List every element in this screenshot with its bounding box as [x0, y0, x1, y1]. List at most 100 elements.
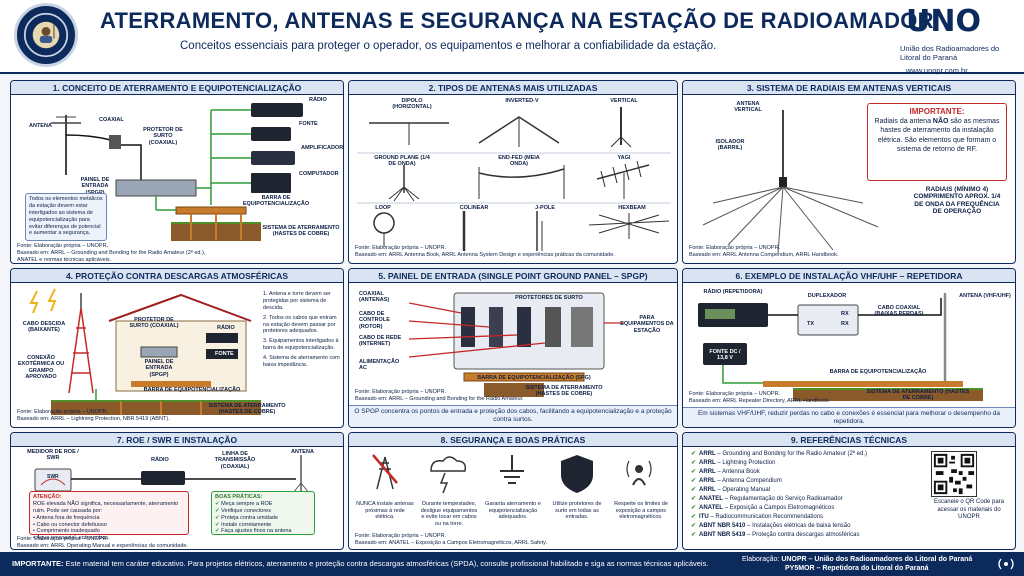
source-line-2: Baseado em: ARRL – Lightning Protection,… — [17, 415, 170, 422]
tip-item: 4. Sistema de aterramento com baixa impe… — [263, 355, 341, 369]
reference-text: – Operating Manual — [717, 487, 771, 493]
tip-number: 1. — [263, 291, 268, 297]
reference-text: – Exposição a Campos Eletromagnéticos — [724, 505, 835, 511]
tip-number: 3. — [263, 338, 268, 345]
reference-item[interactable]: ✔ANATEL – Regulamentação do Serviço Radi… — [691, 496, 843, 502]
panel-swr: 7. ROE / SWR E INSTALAÇÃO MEDIDOR DE ROE… — [10, 432, 344, 550]
reference-org: ARRL — [699, 487, 716, 493]
label-repeater-radio: RÁDIO (REPETIDORA) — [703, 289, 763, 295]
label-to-station: PARA EQUIPAMENTOS DA ESTAÇÃO — [620, 315, 674, 334]
check-icon: ✔ — [215, 528, 220, 535]
safety-icons — [372, 454, 652, 494]
source-line-2: Baseado em: ARRL Antenna Book, ARRL Ante… — [355, 251, 615, 258]
good-practice-item: ✔ Proteja contra umidade — [215, 515, 311, 522]
footer-credit-line: Elaboração: UNOPR – União dos Radioamado… — [742, 555, 972, 564]
footer-credits: Elaboração: UNOPR – União dos Radioamado… — [742, 555, 972, 573]
reference-item[interactable]: ✔ANATEL – Exposição a Campos Eletromagné… — [691, 505, 834, 511]
check-icon: ✔ — [691, 496, 697, 502]
label-isolator: ISOLADOR (BARRIL) — [715, 139, 745, 152]
brand-sub-line-2: Litoral do Paraná — [900, 53, 958, 63]
label-antenna-hexbeam: HEXBEAM — [618, 205, 646, 211]
source-line-1: Fonte: Elaboração própria – UNOPR. — [689, 391, 781, 397]
reference-item[interactable]: ✔ARRL – Antenna Book — [691, 469, 760, 475]
reference-item[interactable]: ✔ARRL – Antenna Compendium — [691, 478, 782, 484]
label-input-network: CABO DE REDE (INTERNET) — [359, 335, 402, 348]
label-input-ac: ALIMENTAÇÃO AC — [359, 359, 400, 372]
source-line-1: Fonte: Elaboração própria – UNOPR. — [355, 533, 447, 539]
reference-item[interactable]: ✔ARRL – Grounding and Bonding for the Ra… — [691, 451, 867, 457]
label-amplifier: AMPLIFICADOR — [301, 145, 344, 151]
reference-org: ABNT NBR 5419 — [699, 532, 746, 538]
check-icon: ✔ — [691, 451, 697, 457]
footer-important-label: IMPORTANTE: — [12, 559, 64, 568]
source-text: Fonte: Elaboração própria – UNOPR. Basea… — [17, 536, 257, 549]
label-transmission-line: LINHA DE TRANSMISSÃO (COAXIAL) — [214, 451, 256, 470]
important-text-b: são as mesmas hastes de aterramento da i… — [877, 118, 1000, 153]
label-antenna-loop: LOOP — [375, 205, 391, 211]
good-practice-text: Meça sempre a ROE — [221, 500, 273, 507]
panel-title: 5. PAINEL DE ENTRADA (SINGLE POINT GROUN… — [349, 269, 677, 283]
footer-credit-label: Elaboração: — [742, 556, 780, 563]
reference-item[interactable]: ✔ITU – Radiocommunication Recommendation… — [691, 514, 823, 520]
panel-repeater-example: 6. EXEMPLO DE INSTALAÇÃO VHF/UHF – REPET… — [682, 268, 1016, 428]
safety-item: Durante tempestades, desligue equipament… — [420, 501, 478, 527]
footer-credit-repeater: PY5MOR – Repetidora do Litoral do Paraná — [785, 565, 929, 573]
shield-icon — [561, 455, 593, 493]
tip-item: 2. Todos os cabos que entram na estação … — [263, 315, 341, 336]
attention-item-text: Antena fora de frequência — [36, 514, 100, 521]
note-bonding: Todos os elementos metálicos da estação … — [25, 193, 107, 241]
reference-org: ARRL — [699, 478, 716, 484]
panel-title: 8. SEGURANÇA E BOAS PRÁTICAS — [349, 433, 677, 447]
check-icon: ✔ — [215, 521, 220, 528]
check-icon: ✔ — [691, 514, 697, 520]
label-grounding-system: SISTEMA DE ATERRAMENTO (HASTES DE COBRE) — [262, 225, 340, 238]
panel-entry-panel: 5. PAINEL DE ENTRADA (SINGLE POINT GROUN… — [348, 268, 678, 428]
panel-title: 7. ROE / SWR E INSTALAÇÃO — [11, 433, 343, 447]
swr-diagram — [34, 455, 310, 494]
panel-title: 3. SISTEMA DE RADIAIS EM ANTENAS VERTICA… — [683, 81, 1015, 95]
check-icon: ✔ — [691, 487, 697, 493]
good-practice-item: ✔ Meça sempre a ROE — [215, 501, 311, 508]
source-text: Fonte: Elaboração própria – UNOPR. Basea… — [355, 533, 635, 547]
label-vertical-antenna: ANTENA VERTICAL — [734, 101, 762, 114]
label-duplexer: DUPLEXADOR — [807, 293, 847, 299]
reference-item[interactable]: ✔ABNT NBR 5410 – Instalações elétricas d… — [691, 523, 850, 529]
footer-credit-line: PY5MOR – Repetidora do Litoral do Paraná — [742, 564, 972, 573]
attention-item-text: Cabo ou conector defeituoso — [36, 521, 107, 528]
tip-text: Todos os cabos que entram na estação dev… — [263, 314, 337, 335]
attention-item: • Comprimento inadequado — [33, 528, 100, 535]
attention-item: • Água no coaxial, entre outros. — [33, 535, 110, 542]
panel-title: 1. CONCEITO DE ATERRAMENTO E EQUIPOTENCI… — [11, 81, 343, 95]
source-line-2: Baseado em: ARRL – Grounding and Bonding… — [355, 395, 524, 402]
check-icon: ✔ — [215, 514, 220, 521]
source-line-2: Baseado em: ARRL Operating Manual e expe… — [17, 542, 189, 549]
label-antenna-dipole: DIPOLO (HORIZONTAL) — [392, 98, 432, 111]
source-line-1: Fonte: Elaboração própria – UNOPR. — [355, 389, 447, 395]
reference-org: ANATEL — [699, 496, 723, 502]
brand-url[interactable]: www.unopr.com.br — [906, 66, 968, 75]
safety-item: NUNCA instale antenas próximas à rede el… — [356, 501, 414, 521]
repeater-diagram — [698, 293, 983, 401]
tip-number: 4. — [263, 355, 268, 361]
source-text: Fonte: Elaboração própria – UNOPR. Basea… — [689, 391, 869, 405]
check-icon: ✔ — [215, 500, 220, 507]
reference-item[interactable]: ✔ARRL – Operating Manual — [691, 487, 770, 493]
qr-code-icon[interactable] — [931, 451, 977, 497]
source-line-2: Baseado em: ANATEL – Exposição a Campos … — [355, 539, 547, 546]
source-line-2: Baseado em: ARRL Repeater Directory, ARR… — [689, 397, 830, 404]
label-entry-panel: PAINEL DE ENTRADA (SPGP) — [80, 177, 110, 196]
check-icon: ✔ — [215, 507, 220, 514]
storm-icon — [430, 456, 467, 494]
attention-item: • Cabo ou conector defeituoso — [33, 521, 107, 528]
attention-item-text: Comprimento inadequado — [36, 528, 100, 535]
brand-sub-line-1: União dos Radioamadores do — [900, 44, 1000, 53]
logo-seal-icon — [23, 12, 69, 58]
reference-item[interactable]: ✔ARRL – Lightning Protection — [691, 460, 775, 466]
tip-item: 3. Equipamentos interligados à barra de … — [263, 338, 341, 352]
source-line-1: Fonte: Elaboração própria – UNOPR. — [355, 245, 447, 251]
source-line-1: Fonte: Elaboração própria – UNOPR. — [17, 536, 109, 542]
check-icon: ✔ — [691, 469, 697, 475]
reference-item[interactable]: ✔ABNT NBR 5419 – Proteção contra descarg… — [691, 532, 859, 538]
grounding-diagram — [51, 103, 303, 241]
tip-text: Antena e torre devem ser protegidas por … — [263, 291, 331, 311]
